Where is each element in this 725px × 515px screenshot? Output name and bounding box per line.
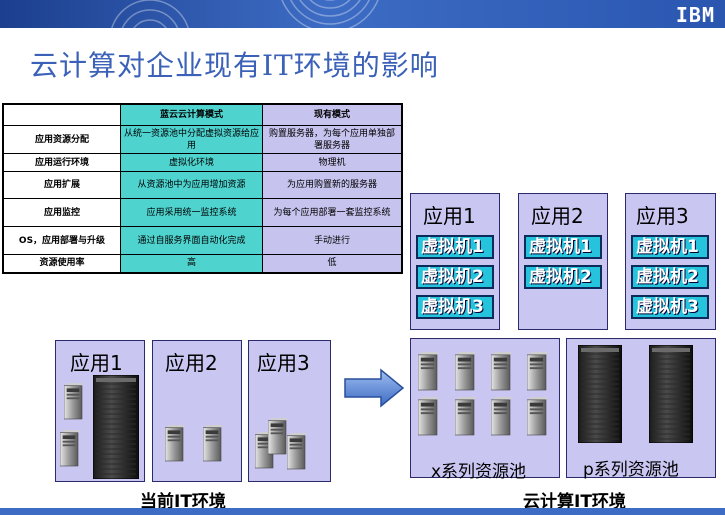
table-row: 应用资源分配 从统一资源池中分配虚拟资源给应用 购置服务器，为每个应用单独部署服… (2, 125, 403, 154)
vm-box: 虚拟机2 (416, 265, 494, 289)
vm-box: 虚拟机1 (524, 235, 602, 259)
rack-server-icon (649, 345, 693, 443)
vm-box: 虚拟机1 (416, 235, 494, 259)
tower-server-icon (287, 433, 307, 470)
tower-server-icon (268, 418, 288, 455)
tower-server-icon (455, 352, 476, 391)
current-cell: 手动进行 (262, 226, 403, 255)
table-row: 应用扩展 从资源池中为应用增加资源 为应用购置新的服务器 (2, 171, 403, 199)
tower-server-icon (64, 383, 84, 420)
cloud-cell: 从统一资源池中分配虚拟资源给应用 (120, 125, 263, 154)
current-cell: 购置服务器，为每个应用单独部署服务器 (262, 125, 403, 154)
pool-label: x系列资源池 (431, 462, 527, 482)
table-header-row: 蓝云云计算模式 现有模式 (2, 103, 403, 126)
row-label: 资源使用率 (2, 254, 121, 273)
current-env-caption: 当前IT环境 (140, 492, 226, 512)
tower-server-icon (165, 425, 185, 462)
table-row: 资源使用率 高 低 (2, 254, 403, 273)
vm-box: 虚拟机3 (631, 295, 709, 319)
cloud-cell: 通过自服务界面自动化完成 (120, 226, 263, 255)
vm-box: 虚拟机2 (524, 265, 602, 289)
ibm-logo: IBM (675, 3, 715, 27)
tower-server-icon (491, 397, 512, 436)
row-label: 应用资源分配 (2, 125, 121, 154)
tower-server-icon (60, 430, 80, 467)
tower-server-icon (527, 397, 548, 436)
vm-box: 虚拟机1 (631, 235, 709, 259)
tower-server-icon (418, 397, 439, 436)
pool-label: p系列资源池 (583, 460, 679, 480)
cloud-app-panel: 应用2 虚拟机1 虚拟机2 (518, 193, 608, 330)
app-name: 应用3 (257, 351, 310, 375)
app-name: 应用3 (636, 204, 689, 228)
tower-server-icon (455, 397, 476, 436)
slide-title: 云计算对企业现有IT环境的影响 (30, 49, 439, 82)
current-cell: 为应用购置新的服务器 (262, 171, 403, 199)
arrow-right-icon (344, 368, 405, 408)
cloud-cell: 高 (120, 254, 263, 273)
table-header-cell: 蓝云云计算模式 (120, 103, 263, 126)
row-label: 应用扩展 (2, 171, 121, 199)
table-header-cell (2, 103, 121, 126)
cloud-cell: 虚拟化环境 (120, 153, 263, 172)
vm-box: 虚拟机3 (416, 295, 494, 319)
table-header-cell: 现有模式 (262, 103, 403, 126)
row-label: 应用运行环境 (2, 153, 121, 172)
row-label: OS，应用部署与升级 (2, 226, 121, 255)
current-cell: 低 (262, 254, 403, 273)
app-name: 应用1 (70, 351, 123, 375)
footer-bar (0, 508, 725, 515)
tower-server-icon (527, 352, 548, 391)
tower-server-icon (491, 352, 512, 391)
cloud-app-panel: 应用3 虚拟机1 虚拟机2 虚拟机3 (625, 193, 716, 330)
tower-server-icon (418, 352, 439, 391)
header-bar: IBM (0, 0, 725, 28)
cloud-cell: 应用采用统一监控系统 (120, 198, 263, 227)
app-name: 应用1 (423, 204, 476, 228)
table-row: 应用监控 应用采用统一监控系统 为每个应用部署一套监控系统 (2, 198, 403, 227)
app-name: 应用2 (531, 204, 584, 228)
vm-box: 虚拟机2 (631, 265, 709, 289)
current-cell: 为每个应用部署一套监控系统 (262, 198, 403, 227)
circle-pattern-icon (111, 0, 379, 28)
table-row: OS，应用部署与升级 通过自服务界面自动化完成 手动进行 (2, 226, 403, 255)
tower-server-icon (203, 425, 223, 462)
app-name: 应用2 (165, 351, 218, 375)
rack-server-icon (93, 375, 139, 479)
comparison-table: 蓝云云计算模式 现有模式 应用资源分配 从统一资源池中分配虚拟资源给应用 购置服… (2, 103, 403, 274)
cloud-cell: 从资源池中为应用增加资源 (120, 171, 263, 199)
cloud-app-panel: 应用1 虚拟机1 虚拟机2 虚拟机3 (410, 193, 500, 330)
table-row: 应用运行环境 虚拟化环境 物理机 (2, 153, 403, 172)
cloud-env-caption: 云计算IT环境 (523, 492, 626, 512)
rack-server-icon (578, 345, 622, 443)
current-cell: 物理机 (262, 153, 403, 172)
row-label: 应用监控 (2, 198, 121, 227)
